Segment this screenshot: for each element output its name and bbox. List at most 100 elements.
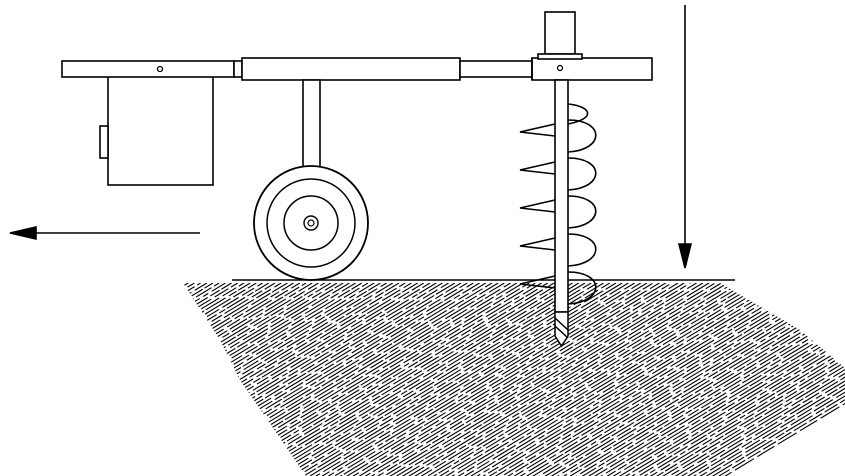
soil-hatch-line [183, 283, 189, 476]
beam-right-section [531, 57, 653, 81]
soil-hatch-line [0, 283, 120, 476]
soil-hatch-line [183, 283, 356, 476]
soil-hatch-line [254, 283, 586, 476]
wheel-strut [302, 79, 321, 169]
soil-hatch-line [183, 283, 301, 476]
soil-hatch-line [670, 283, 845, 476]
soil-hatch-line [183, 283, 257, 476]
soil-hatch-line [183, 283, 251, 476]
soil-hatch-line [183, 283, 195, 476]
soil-hatch-line [682, 283, 845, 476]
soil-hatch-line [0, 283, 139, 476]
soil-hatch-line [570, 283, 845, 476]
soil-hatch-line [260, 283, 592, 476]
soil-hatch-line [614, 283, 845, 476]
soil-hatch-line [192, 283, 524, 476]
soil-hatch-line [446, 283, 778, 476]
soil-hatch-line [409, 283, 741, 476]
soil-hatch-line [415, 283, 747, 476]
soil-hatch-line [0, 283, 126, 476]
soil-hatch-line [183, 283, 226, 476]
soil-hatch-line [183, 283, 319, 476]
soil-hatch-line [183, 283, 288, 476]
soil-hatch-line [515, 283, 845, 476]
soil-hatch-line [183, 283, 313, 476]
support-wheel [253, 165, 369, 281]
soil-hatch-line [310, 283, 642, 476]
drilling-direction-arrow [677, 5, 693, 269]
soil-hatch-line [183, 283, 449, 476]
auger-flight-top [567, 103, 589, 125]
soil-hatch-line [183, 283, 332, 476]
soil-hatch-line [183, 283, 220, 476]
soil-hatch-line [183, 283, 263, 476]
soil-hatch-line [651, 283, 845, 476]
soil-hatch-line [183, 283, 425, 476]
soil-hatch-line [0, 283, 145, 476]
soil-hatch-line [0, 283, 170, 476]
soil-hatch-line [366, 283, 697, 476]
soil-hatch-line [341, 283, 673, 476]
soil-hatch-line [183, 283, 325, 476]
soil-hatch-line [183, 283, 412, 476]
soil-hatch-line [304, 283, 635, 476]
soil-hatch-line [378, 283, 710, 476]
soil-hatch-line [0, 283, 157, 476]
soil-hatch-line [657, 283, 845, 476]
soil-hatch-line [183, 283, 375, 476]
beam-joint-left [233, 60, 243, 78]
soil-hatch-line [183, 283, 214, 476]
soil-hatch-line [347, 283, 679, 476]
soil-hatch-line [335, 283, 666, 476]
soil-hatch-line [267, 283, 598, 476]
soil-hatch-line [217, 283, 549, 476]
soil-hatch-line [595, 283, 845, 476]
beam-right-tube [459, 60, 533, 78]
bolt-right [556, 64, 564, 72]
soil-hatch-line [183, 283, 307, 476]
soil-hatch-line [639, 283, 845, 476]
soil-hatch-line [707, 283, 845, 476]
soil-hatch-line [183, 283, 456, 476]
soil-hatch-line [459, 283, 790, 476]
soil-hatch-line [422, 283, 753, 476]
motor-housing [99, 75, 214, 186]
soil-hatch-line [391, 283, 722, 476]
soil-hatch-line [632, 283, 845, 476]
soil-hatch-line [183, 283, 443, 476]
beam-left-section [61, 60, 235, 78]
soil-hatch-line [453, 283, 784, 476]
soil-hatch-line [676, 283, 845, 476]
soil-hatch-line [428, 283, 759, 476]
soil-hatch-line [384, 283, 716, 476]
soil-hatch-line [183, 283, 431, 476]
soil-hatch-line [316, 283, 648, 476]
soil-hatch-line [713, 283, 845, 476]
soil-hatch-line [471, 283, 803, 476]
soil-hatch-line [183, 283, 437, 476]
soil-hatch-line [694, 283, 845, 476]
soil-hatch-line [589, 283, 845, 476]
soil-hatch-line [465, 283, 797, 476]
soil-hatch-line [242, 283, 573, 476]
soil-hatch-line [577, 283, 845, 476]
soil-hatch-line [620, 283, 845, 476]
soil-hatch-line [183, 283, 276, 476]
soil-hatch-line [183, 283, 201, 476]
soil-hatching [0, 283, 845, 476]
soil-hatch-line [183, 283, 418, 476]
auger-shaft [554, 79, 569, 313]
auger-flight-2 [519, 157, 597, 191]
soil-hatch-line [0, 283, 132, 476]
soil-hatch-line [440, 283, 772, 476]
soil-hatch-line [183, 283, 245, 476]
soil-hatch-line [397, 283, 728, 476]
soil-hatch-line [298, 283, 629, 476]
auger-flights [519, 103, 597, 305]
bolt-left [156, 65, 164, 73]
soil-hatch-line [496, 283, 828, 476]
auger-flight-4 [519, 233, 597, 267]
soil-hatch-line [626, 283, 845, 476]
travel-direction-arrow [9, 225, 200, 241]
